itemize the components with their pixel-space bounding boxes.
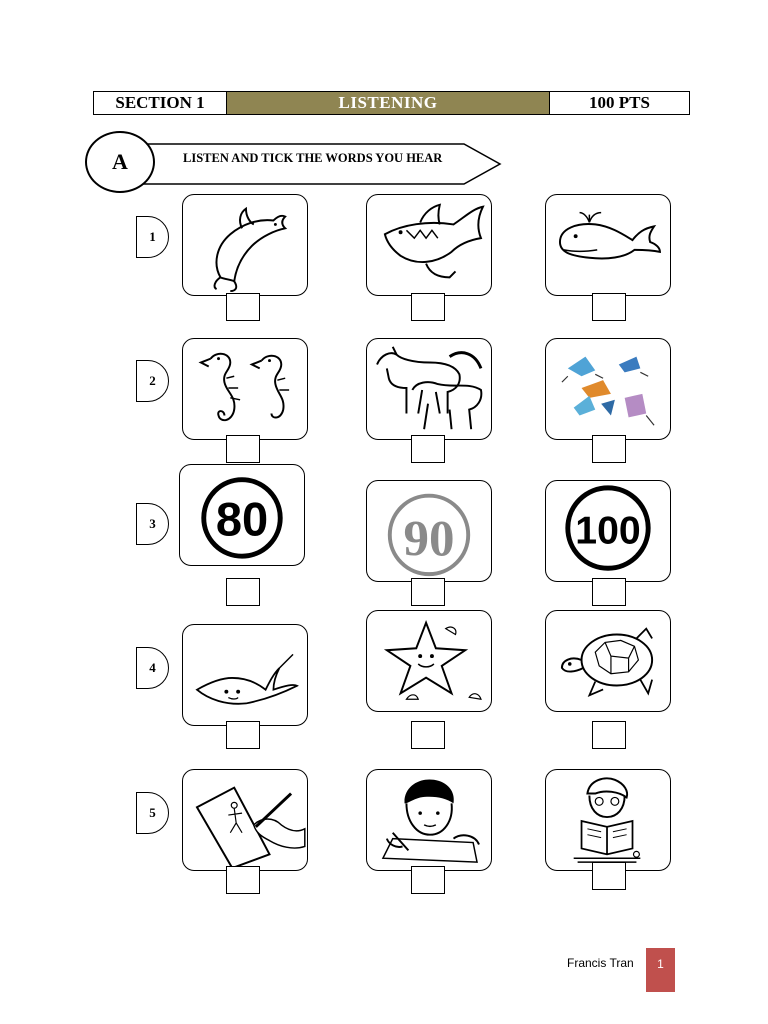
task-letter: A <box>85 131 155 193</box>
sign-80-image: 80 <box>201 477 283 559</box>
number-80: 80 <box>216 493 268 546</box>
sign-90-image: 90 <box>387 493 471 577</box>
tick-box-starfish[interactable] <box>411 721 445 749</box>
tick-box-100[interactable] <box>592 578 626 606</box>
horses-image <box>376 346 483 430</box>
task-instruction: LISTEN AND TICK THE WORDS YOU HEAR <box>183 151 443 165</box>
tick-box-90[interactable] <box>411 578 445 606</box>
picture-card-starfish <box>366 610 492 712</box>
row-number: 5 <box>136 792 169 834</box>
tick-box-stingray[interactable] <box>226 721 260 749</box>
turtle-image <box>560 627 654 697</box>
tick-box-stingrays[interactable] <box>592 435 626 463</box>
picture-card-turtle <box>545 610 671 712</box>
tick-box-80[interactable] <box>226 578 260 606</box>
picture-card-shark <box>366 194 492 296</box>
whale-image <box>558 211 661 260</box>
tick-box-whale[interactable] <box>592 293 626 321</box>
picture-card-whale <box>545 194 671 296</box>
reading-image <box>573 777 641 863</box>
tick-box-horses[interactable] <box>411 435 445 463</box>
tick-box-dolphin[interactable] <box>226 293 260 321</box>
picture-card-reading <box>545 769 671 871</box>
row-number: 2 <box>136 360 169 402</box>
picture-card-90: 90 <box>366 480 492 582</box>
stingrays-image <box>561 356 655 426</box>
picture-card-seahorses <box>182 338 308 440</box>
tick-box-shark[interactable] <box>411 293 445 321</box>
row-number: 1 <box>136 216 169 258</box>
tick-box-turtle[interactable] <box>592 721 626 749</box>
shark-image <box>383 203 485 279</box>
page-number: 1 <box>646 948 675 992</box>
picture-card-writing <box>366 769 492 871</box>
drawing-image <box>195 786 306 870</box>
starfish-image <box>383 620 482 700</box>
row-number: 4 <box>136 647 169 689</box>
section-title: LISTENING <box>227 92 550 114</box>
picture-card-stingray <box>182 624 308 726</box>
number-100: 100 <box>575 510 640 553</box>
picture-card-drawing <box>182 769 308 871</box>
picture-card-horses <box>366 338 492 440</box>
picture-card-dolphin <box>182 194 308 296</box>
section-header: SECTION 1 LISTENING 100 PTS <box>93 91 690 115</box>
tick-box-drawing[interactable] <box>226 866 260 894</box>
footer-author: Francis Tran <box>567 956 634 970</box>
tick-box-seahorses[interactable] <box>226 435 260 463</box>
dolphin-image <box>213 206 288 293</box>
picture-card-stingrays <box>545 338 671 440</box>
seahorses-image <box>198 352 290 422</box>
tick-box-reading[interactable] <box>592 862 626 890</box>
section-points: 100 PTS <box>589 93 650 112</box>
writing-image <box>381 779 480 863</box>
tick-box-writing[interactable] <box>411 866 445 894</box>
sign-100-image: 100 <box>565 485 651 571</box>
picture-card-80: 80 <box>179 464 305 566</box>
stingray-image <box>195 653 299 705</box>
number-90: 90 <box>404 512 455 568</box>
picture-card-100: 100 <box>545 480 671 582</box>
row-number: 3 <box>136 503 169 545</box>
section-label: SECTION 1 <box>94 92 227 114</box>
